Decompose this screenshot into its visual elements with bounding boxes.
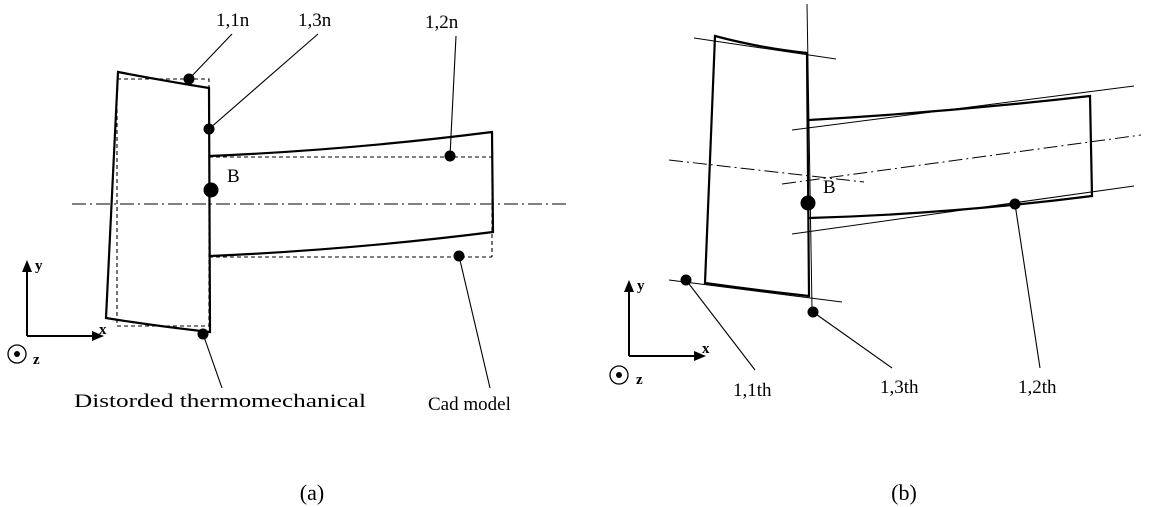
fit-line-flange-top (693, 37, 837, 60)
panel-b: 1,1th 1,3th 1,2th B y x z (b) (609, 3, 1142, 505)
x-arrowhead-icon (92, 331, 104, 341)
label-distorted: Distorded thermomechanical (74, 391, 366, 412)
point-b (203, 182, 219, 198)
label-b-th: B (823, 177, 836, 198)
y-axis-label-b: y (637, 278, 645, 294)
thermo-arm (808, 94, 1094, 220)
y-axis-label: y (35, 258, 43, 274)
leader-1-1th (685, 279, 756, 371)
z-axis-out-dot-b (616, 372, 622, 378)
distorted-part-outline (104, 70, 495, 334)
label-1-2n: 1,2n (425, 12, 459, 33)
center-line-flange (668, 159, 865, 183)
caption-a: (a) (300, 480, 324, 505)
leader-1-2n (449, 35, 457, 157)
z-axis-out-dot (14, 351, 20, 357)
z-axis-out-icon-b (609, 365, 629, 385)
distorted-flange (104, 70, 212, 334)
x-axis-label-b: x (702, 341, 710, 357)
leader-cad (458, 255, 491, 389)
z-axis-label-b: z (636, 372, 643, 388)
label-1-3th: 1,3th (880, 377, 919, 398)
leader-1-3n (208, 33, 319, 130)
center-line-arm (781, 134, 1142, 185)
leader-1-2th (1014, 203, 1041, 369)
point-b-th (800, 195, 816, 211)
leader-1-3th (812, 311, 893, 369)
fit-line-flange-bottom (668, 279, 843, 303)
label-cad-model: Cad model (428, 394, 511, 415)
caption-b: (b) (891, 480, 917, 505)
y-arrowhead-icon (22, 260, 32, 272)
x-axis-label: x (99, 322, 107, 338)
leader-1-1n (188, 33, 233, 80)
cad-flange-dashed (116, 78, 210, 327)
label-1-1th: 1,1th (733, 380, 772, 401)
axes-triad-a: y x z (7, 258, 107, 368)
distorted-arm (209, 130, 495, 258)
label-1-2th: 1,2th (1018, 377, 1057, 398)
axes-triad-b: y x z (609, 278, 710, 388)
panel-a: 1,1n 1,3n 1,2n B Distorded thermomechani… (7, 10, 566, 505)
cad-model-outline (116, 78, 493, 327)
label-b: B (227, 166, 240, 187)
x-arrowhead-icon-b (694, 351, 706, 361)
y-arrowhead-icon-b (624, 280, 634, 292)
z-axis-out-icon (7, 344, 27, 364)
label-1-3n: 1,3n (298, 10, 332, 31)
thermo-flange (703, 34, 811, 298)
leader-distorted (202, 333, 223, 389)
label-1-1n: 1,1n (216, 10, 250, 31)
z-axis-label: z (33, 352, 40, 368)
